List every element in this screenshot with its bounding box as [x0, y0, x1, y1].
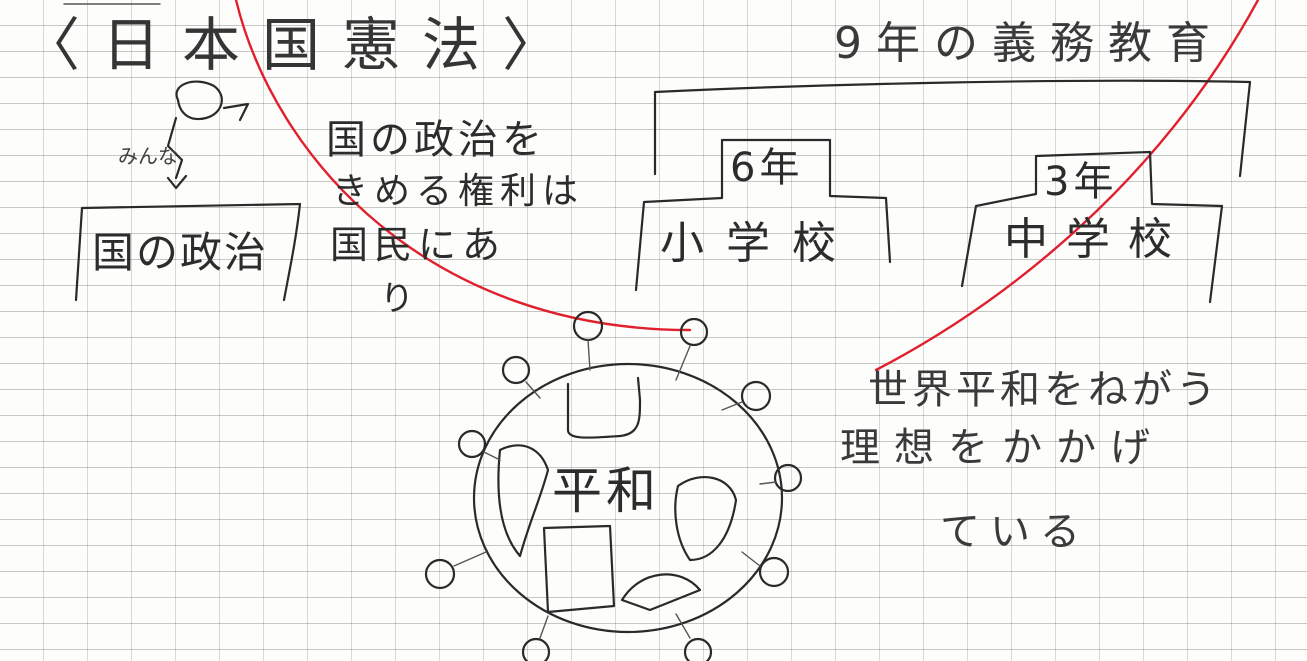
person-head-icon	[175, 80, 223, 121]
face-icon-top	[572, 310, 604, 342]
arrow-zigzag-icon	[166, 116, 188, 190]
rights-note-line1: 国の政治を	[326, 117, 546, 163]
compulsory-bracket	[653, 79, 1252, 178]
rights-note-line3: 国民にあ	[330, 223, 507, 267]
continent-southeast	[620, 573, 702, 612]
junior-school-label: 中学校	[1004, 214, 1190, 265]
red-curve-left	[234, 0, 692, 332]
compulsory-education-heading: 9年の義務教育	[834, 18, 1224, 69]
globe-peace-label: 平和	[552, 462, 660, 520]
peace-note-line1: 世界平和をねがう	[868, 367, 1220, 413]
face-icon-topright	[679, 317, 709, 347]
junior-box-outline	[960, 150, 1224, 304]
continent-east	[674, 476, 738, 562]
left-box-outline	[74, 202, 302, 302]
face-icon-right	[740, 380, 772, 412]
peace-note-line3: ている	[940, 509, 1090, 555]
continent-north	[566, 376, 642, 439]
face-icon-bottomleft	[521, 637, 551, 661]
elementary-box-outline	[634, 138, 892, 292]
continent-west	[497, 444, 550, 558]
face-icon-bottomright	[683, 637, 713, 661]
elementary-years-label: 6年	[730, 145, 804, 191]
arrow-label: みんな	[118, 144, 178, 168]
rights-note-line4: り	[380, 279, 414, 319]
politics-box-label: 国の政治	[92, 228, 269, 277]
elementary-school-label: 小学校	[660, 218, 858, 269]
junior-years-label: 3年	[1044, 159, 1118, 205]
page-title: 〈日本国憲法〉	[22, 11, 583, 79]
peace-note-line2: 理想をかかげ	[840, 425, 1164, 471]
continent-south-box	[542, 524, 616, 614]
red-curve-right	[874, 0, 1260, 372]
face-icon-midright	[773, 463, 803, 493]
face-icon-left	[457, 429, 487, 459]
face-icon-lowerleft	[424, 558, 456, 590]
arrow-right-icon	[222, 102, 250, 122]
rights-note-line2: きめる権利は	[332, 171, 585, 212]
globe-outline	[472, 362, 784, 634]
face-icon-upperleft	[501, 355, 531, 385]
face-icon-lowerright	[758, 556, 790, 588]
face-connector-strokes	[453, 339, 777, 639]
